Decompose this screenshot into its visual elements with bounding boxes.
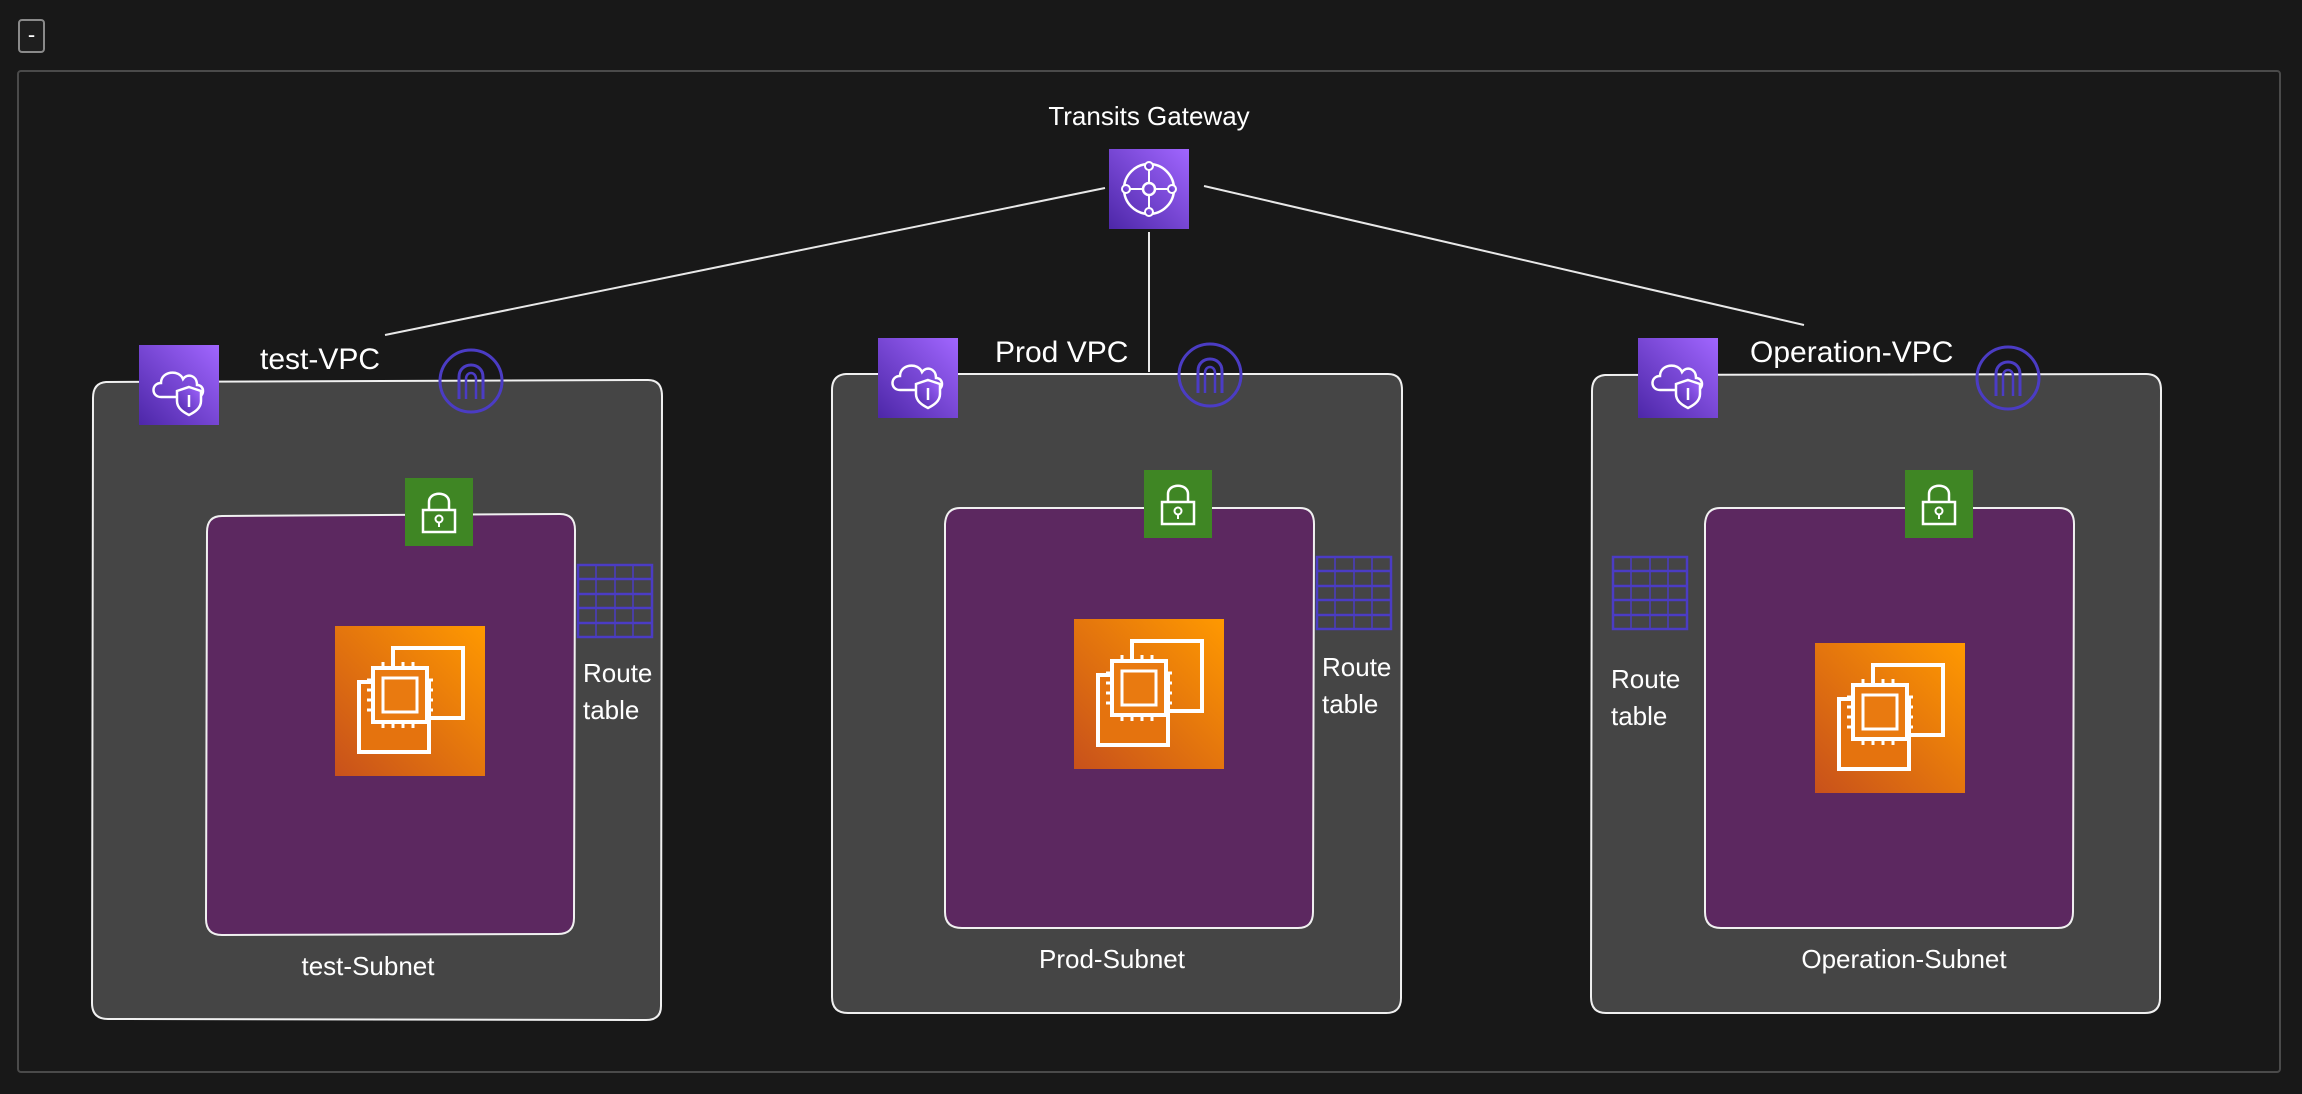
- route-table-label-line1: Route: [583, 658, 652, 688]
- route-table-label-line2: table: [1611, 701, 1667, 731]
- lock-icon: [1903, 468, 1975, 540]
- ec2-instance-icon[interactable]: [333, 624, 487, 778]
- subnet-label: Operation-Subnet: [1801, 944, 2007, 974]
- collapse-button[interactable]: -: [18, 19, 45, 53]
- vpc-icon: [1636, 336, 1720, 420]
- vpc-prod[interactable]: Prod VPC Prod-Subnet Route table: [831, 336, 1404, 1014]
- vpc-name: Operation-VPC: [1750, 336, 1953, 369]
- diagram-canvas-frame: [17, 70, 2281, 1073]
- route-table[interactable]: Route table: [1315, 555, 1393, 719]
- connector-gateway-test-vpc: [384, 187, 1106, 336]
- route-table[interactable]: Route table: [576, 563, 654, 725]
- subnet[interactable]: [944, 468, 1316, 929]
- route-table[interactable]: Route table: [1611, 555, 1689, 731]
- subnet[interactable]: [204, 476, 577, 937]
- route-table-label-line2: table: [1322, 689, 1378, 719]
- connector-gateway-operation-vpc: [1203, 185, 1805, 326]
- transit-gateway-label: Transits Gateway: [1048, 101, 1249, 131]
- route-table-label-line1: Route: [1322, 652, 1391, 682]
- subnet-label: test-Subnet: [302, 951, 436, 981]
- ec2-instance-icon[interactable]: [1813, 641, 1967, 795]
- transit-gateway[interactable]: Transits Gateway: [1048, 101, 1250, 229]
- transit-gateway-icon: [1109, 149, 1189, 229]
- lock-icon: [1142, 468, 1214, 540]
- ec2-instance-icon[interactable]: [1072, 617, 1226, 771]
- subnet-label: Prod-Subnet: [1039, 944, 1186, 974]
- vpc-operation[interactable]: Operation-VPC Operation-Subnet Route tab…: [1589, 336, 2163, 1014]
- vpc-name: test-VPC: [260, 343, 380, 376]
- subnet[interactable]: [1704, 468, 2076, 929]
- lock-icon: [403, 476, 475, 548]
- vpc-test[interactable]: test-VPC test-Subnet Route table: [90, 343, 664, 1022]
- vpc-icon: [137, 343, 221, 427]
- vpc-name: Prod VPC: [995, 336, 1128, 369]
- vpc-icon: [876, 336, 960, 420]
- route-table-label-line1: Route: [1611, 664, 1680, 694]
- route-table-label-line2: table: [583, 695, 639, 725]
